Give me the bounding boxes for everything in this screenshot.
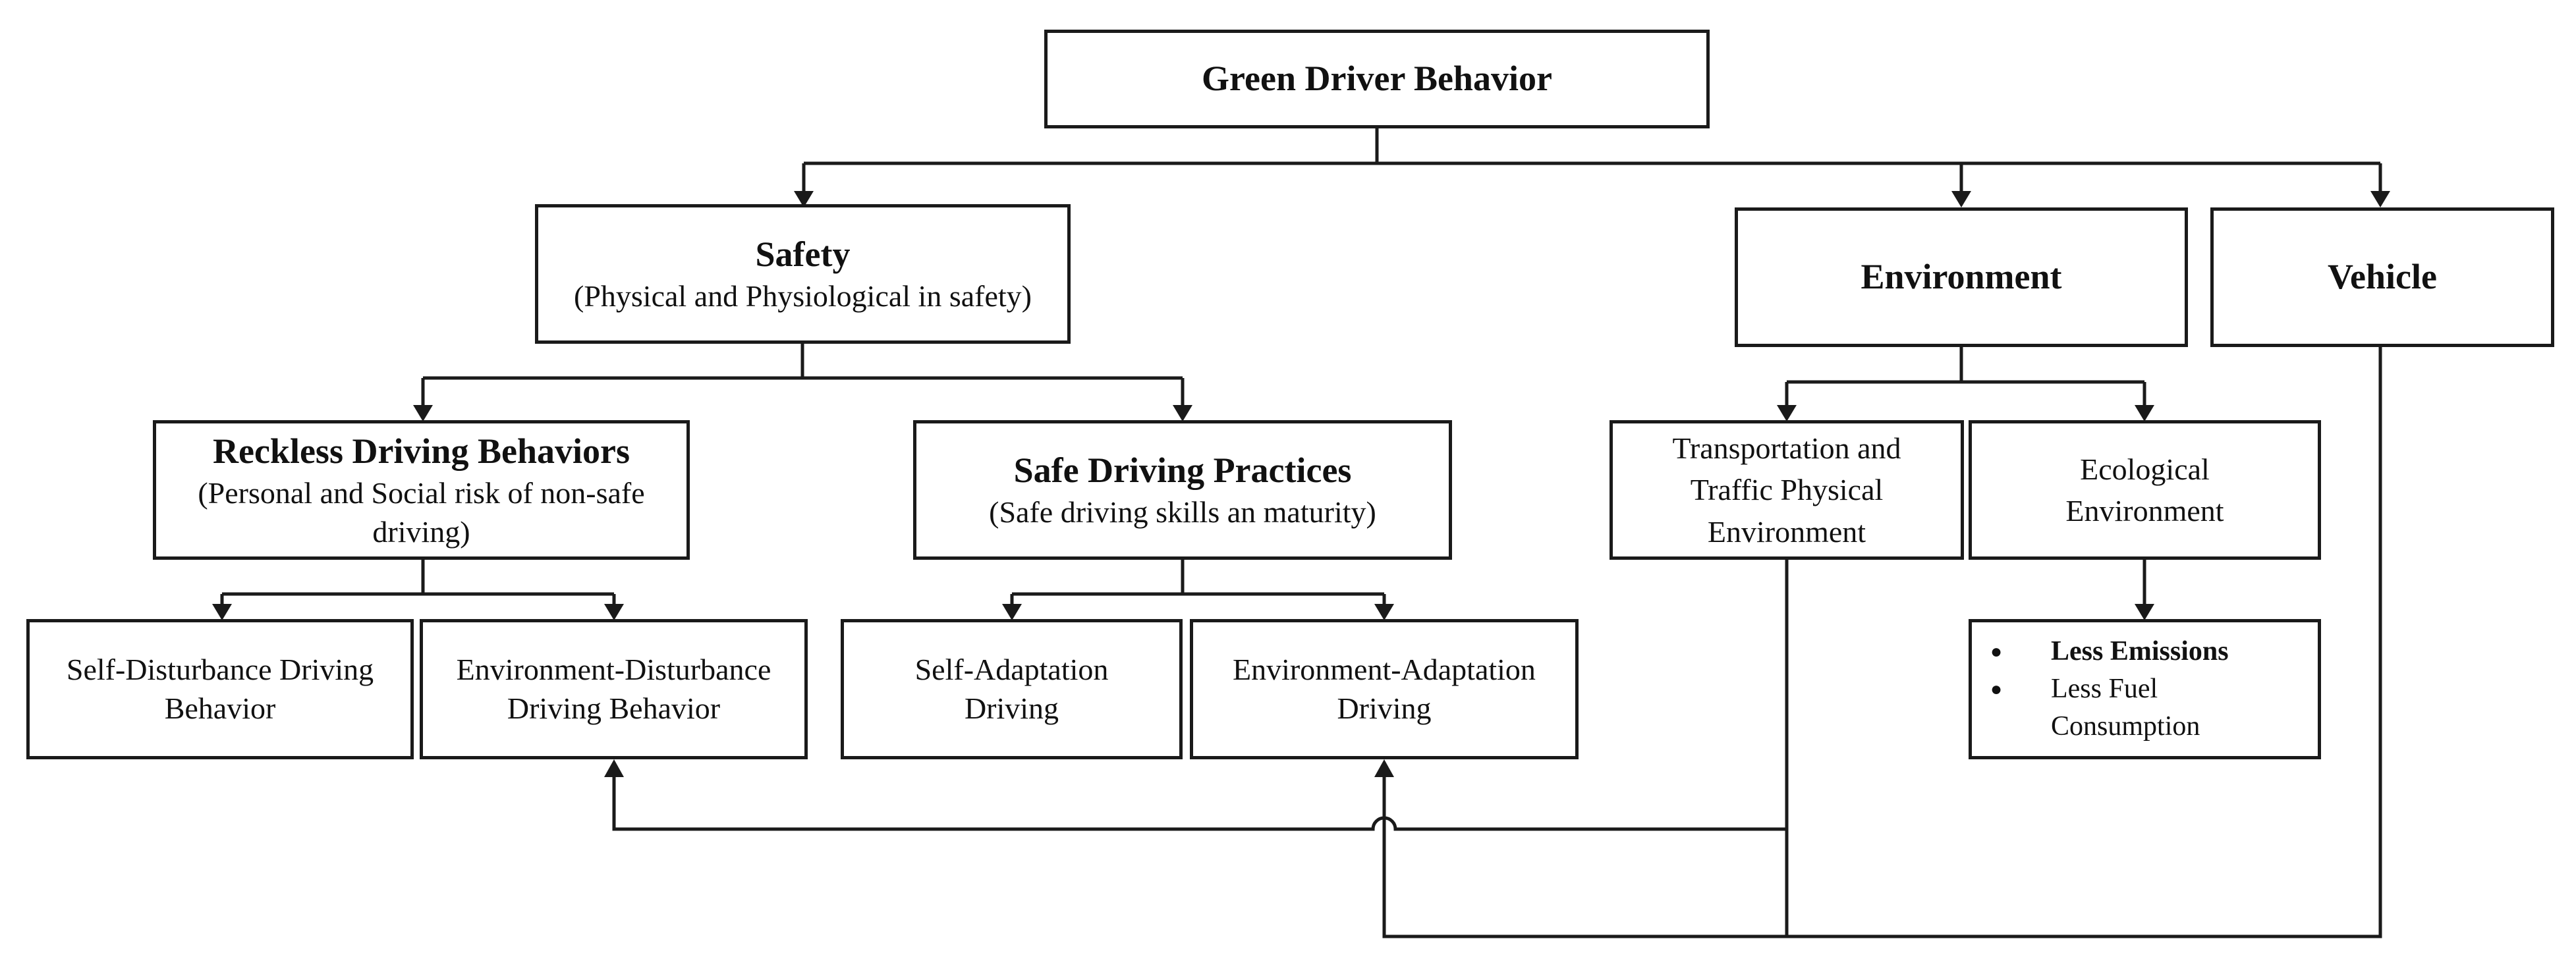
arrowhead (1951, 191, 1971, 207)
safety-title: Safety (755, 234, 851, 274)
environment-adaptation-node: Environment-Adaptation Driving (1190, 619, 1579, 759)
safety-node: Safety (Physical and Physiological in sa… (535, 204, 1071, 344)
connector (1382, 347, 2382, 938)
outcome-item: Less Emissions (1990, 633, 2318, 670)
environment-disturbance-label: Environment-Disturbance Driving Behavior (456, 652, 771, 725)
arrowhead (794, 191, 814, 207)
root-node: Green Driver Behavior (1044, 30, 1710, 128)
reckless-driving-node: Reckless Driving Behaviors (Personal and… (153, 420, 690, 560)
arrowhead (212, 604, 232, 620)
arrowhead (2135, 405, 2154, 421)
self-disturbance-label: Self-Disturbance Driving Behavior (66, 652, 374, 725)
arrowhead (604, 759, 624, 777)
arrowhead (2135, 604, 2154, 620)
self-adaptation-label: Self-Adaptation Driving (914, 652, 1109, 725)
safety-subtitle: (Physical and Physiological in safety) (574, 279, 1032, 313)
safe-practices-node: Safe Driving Practices (Safe driving ski… (913, 420, 1452, 560)
safe-practices-title: Safe Driving Practices (1013, 450, 1352, 490)
vehicle-node: Vehicle (2210, 207, 2554, 347)
arrowhead (1777, 405, 1797, 421)
transport-environment-node: Transportation and Traffic Physical Envi… (1610, 420, 1964, 560)
root-title: Green Driver Behavior (1202, 59, 1552, 99)
arrowhead (1173, 405, 1192, 421)
outcomes-list: Less Emissions Less Fuel Consumption (1972, 633, 2318, 745)
vehicle-title: Vehicle (2328, 257, 2437, 297)
environment-disturbance-node: Environment-Disturbance Driving Behavior (420, 619, 808, 759)
outcomes-node: Less Emissions Less Fuel Consumption (1969, 619, 2321, 759)
arrowhead (1002, 604, 1022, 620)
self-disturbance-node: Self-Disturbance Driving Behavior (26, 619, 414, 759)
environment-adaptation-label: Environment-Adaptation Driving (1233, 652, 1536, 725)
reckless-title: Reckless Driving Behaviors (213, 431, 630, 471)
outcome-item: Less Fuel Consumption (1990, 670, 2222, 745)
arrowhead (413, 405, 433, 421)
safe-practices-subtitle: (Safe driving skills an maturity) (989, 495, 1376, 529)
arrowhead (1374, 759, 1394, 777)
reckless-subtitle: (Personal and Social risk of non-safe dr… (198, 475, 645, 549)
arrowhead (2370, 191, 2390, 207)
ecological-environment-node: Ecological Environment (1969, 420, 2321, 560)
arrowhead (1374, 604, 1394, 620)
arrowhead (604, 604, 624, 620)
transport-label: Transportation and Traffic Physical Envi… (1672, 431, 1901, 549)
connector (612, 777, 1787, 831)
self-adaptation-node: Self-Adaptation Driving (841, 619, 1183, 759)
environment-node: Environment (1735, 207, 2188, 347)
ecological-label: Ecological Environment (2065, 452, 2224, 528)
environment-title: Environment (1861, 257, 2062, 297)
